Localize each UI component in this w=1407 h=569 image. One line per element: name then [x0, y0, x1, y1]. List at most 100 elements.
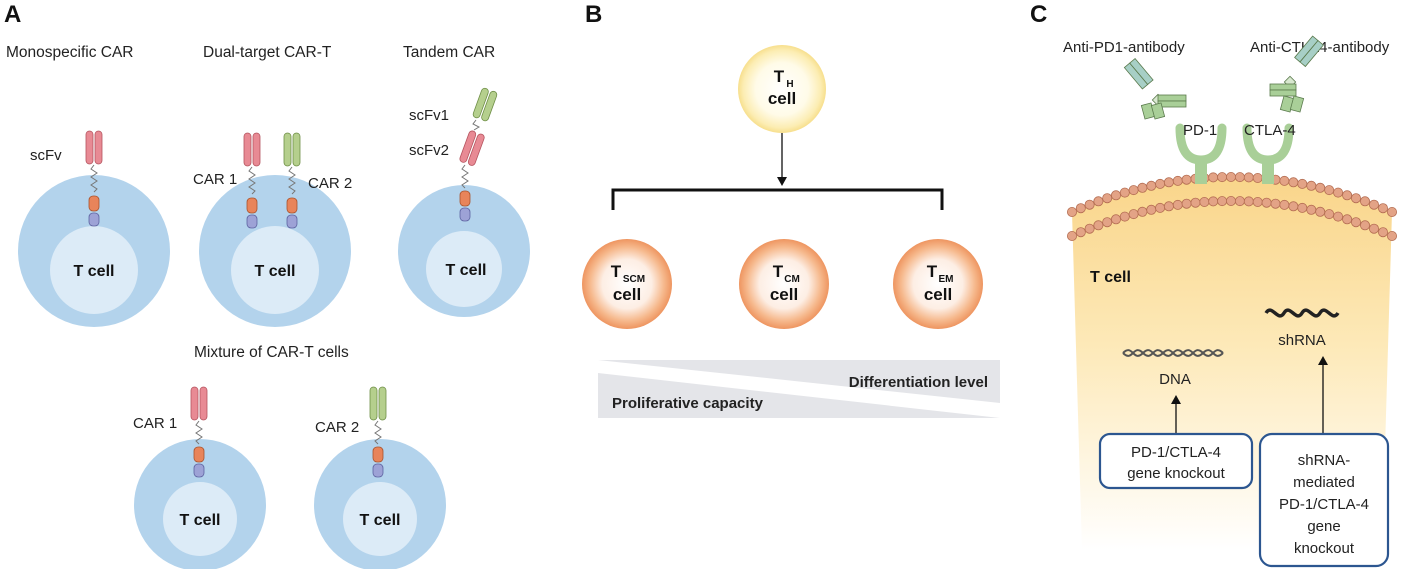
- differentiation-label: Differentiation level: [849, 374, 988, 391]
- phospholipid-head: [1128, 185, 1139, 196]
- tscm-cell: T SCM cell: [582, 239, 672, 329]
- phospholipid-head: [1297, 202, 1308, 213]
- phospholipid-head: [1252, 196, 1263, 207]
- scfv-label: scFv: [30, 147, 62, 164]
- mixture-car2-receptor: [369, 386, 387, 478]
- mixture-t-cell-1: T cell: [134, 439, 266, 569]
- proliferative-wedge: [598, 373, 1000, 418]
- phospholipid-head: [1387, 206, 1398, 217]
- phospholipid-head: [1297, 178, 1308, 189]
- phospholipid-head: [1093, 196, 1104, 207]
- tscm-main: T: [611, 262, 622, 281]
- phospholipid-head: [1369, 199, 1380, 210]
- tcm-sub: CM: [784, 274, 800, 285]
- t-cell-label: T cell: [74, 263, 115, 280]
- panel-c: C Anti-PD1-antibody Anti-CTLA4-antibody …: [1030, 1, 1398, 568]
- monospecific-t-cell: T cell: [18, 175, 170, 327]
- panel-b: B T H cell T SCM cell T CM cell: [582, 1, 1000, 418]
- phospholipid-head: [1172, 175, 1183, 186]
- car1-label: CAR 1: [193, 171, 237, 188]
- gene-knockout-line-1: PD-1/CTLA-4: [1131, 444, 1221, 461]
- phospholipid-head: [1181, 198, 1192, 209]
- scfv1-label: scFv1: [409, 107, 449, 124]
- dual-car1-receptor: [243, 132, 261, 229]
- phospholipid-head: [1208, 196, 1219, 207]
- tandem-t-cell: T cell: [398, 185, 530, 317]
- phospholipid-head: [1378, 203, 1389, 214]
- phospholipid-head: [1288, 177, 1299, 188]
- phospholipid-head: [1199, 196, 1210, 207]
- shrna-knockout-box: [1258, 432, 1390, 568]
- phospholipid-head: [1084, 223, 1095, 234]
- phospholipid-head: [1226, 195, 1237, 206]
- phospholipid-head: [1306, 204, 1317, 215]
- phospholipid-head: [1067, 230, 1078, 241]
- dna-icon: [1122, 349, 1224, 357]
- phospholipid-head: [1387, 230, 1398, 241]
- monospecific-car-receptor: [85, 130, 103, 227]
- differentiation-wedge: [598, 360, 1000, 403]
- phospholipid-head: [1111, 190, 1122, 201]
- phospholipid-head: [1333, 211, 1344, 222]
- th-arrow-head: [777, 177, 787, 186]
- phospholipid-head: [1351, 217, 1362, 228]
- phospholipid-head: [1155, 202, 1166, 213]
- phospholipid-head: [1146, 204, 1157, 215]
- phospholipid-head: [1137, 182, 1148, 193]
- tem-main: T: [927, 262, 938, 281]
- anti-pd1-antibody: [1123, 57, 1187, 120]
- mixture-car1-receptor: [190, 386, 208, 478]
- phospholipid-head: [1351, 193, 1362, 204]
- mixture-car2-label: CAR 2: [315, 419, 359, 436]
- phospholipid-head: [1226, 171, 1237, 182]
- phospholipid-head: [1243, 196, 1254, 207]
- ctla4-receptor: [1242, 123, 1294, 184]
- phospholipid-head: [1102, 193, 1113, 204]
- phospholipid-head: [1128, 209, 1139, 220]
- shrna-knockout-line-3: PD-1/CTLA-4: [1279, 496, 1369, 513]
- gene-knockout-line-2: gene knockout: [1127, 465, 1225, 482]
- mixture-t-cell-2: T cell: [314, 439, 446, 569]
- phospholipid-head: [1243, 172, 1254, 183]
- shrna-arrow-head: [1318, 356, 1328, 365]
- phospholipid-head: [1093, 220, 1104, 231]
- phospholipid-head: [1279, 199, 1290, 210]
- phospholipid-head: [1208, 172, 1219, 183]
- panel-a: A Monospecific CAR Dual-target CAR-T Tan…: [4, 1, 530, 569]
- th-sub: H: [786, 79, 793, 90]
- car2-label: CAR 2: [308, 175, 352, 192]
- gene-knockout-box: [1098, 432, 1254, 490]
- tem-sub: EM: [939, 274, 954, 285]
- tscm-sub: SCM: [623, 274, 645, 285]
- t-cell-label: T cell: [446, 262, 487, 279]
- tcm-cell-word: cell: [770, 285, 798, 304]
- phospholipid-head: [1084, 199, 1095, 210]
- knockout-arrow-head: [1171, 395, 1181, 404]
- t-cell-label: T cell: [255, 263, 296, 280]
- phospholipid-head: [1075, 203, 1086, 214]
- phospholipid-head: [1217, 196, 1228, 207]
- phospholipid-head: [1288, 201, 1299, 212]
- membrane: [1067, 171, 1398, 241]
- phospholipid-head: [1252, 172, 1263, 183]
- ctla4-label: CTLA-4: [1244, 122, 1296, 139]
- proliferative-label: Proliferative capacity: [612, 395, 764, 412]
- tscm-cell-word: cell: [613, 285, 641, 304]
- dual-target-car-title: Dual-target CAR-T: [203, 44, 332, 61]
- tcm-main: T: [773, 262, 784, 281]
- tem-cell-word: cell: [924, 285, 952, 304]
- shrna-knockout-line-2: mediated: [1293, 474, 1355, 491]
- pd1-receptor: [1175, 123, 1227, 184]
- phospholipid-head: [1315, 206, 1326, 217]
- shrna-knockout-line-5: knockout: [1294, 540, 1355, 557]
- phospholipid-head: [1190, 197, 1201, 208]
- phospholipid-head: [1234, 196, 1245, 207]
- phospholipid-head: [1324, 185, 1335, 196]
- phospholipid-head: [1155, 178, 1166, 189]
- phospholipid-head: [1119, 187, 1130, 198]
- panel-a-letter: A: [4, 1, 21, 28]
- dna-label: DNA: [1159, 371, 1191, 388]
- dual-car2-receptor: [283, 132, 301, 229]
- phospholipid-head: [1163, 201, 1174, 212]
- phospholipid-head: [1306, 180, 1317, 191]
